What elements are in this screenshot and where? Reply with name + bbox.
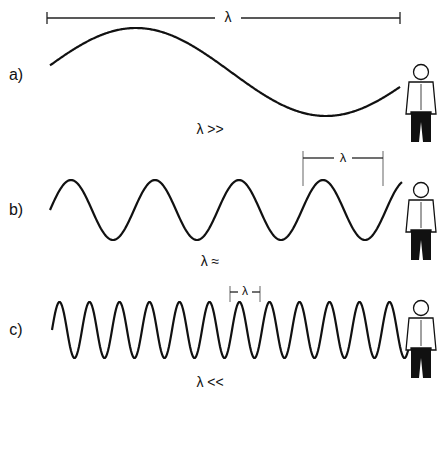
shirt-line xyxy=(421,84,422,110)
shirt xyxy=(406,318,436,350)
shirt xyxy=(406,200,436,232)
comparison-label: λ ≈ xyxy=(201,254,220,269)
person-figure xyxy=(406,183,436,261)
trousers xyxy=(411,112,431,142)
bar-tick xyxy=(230,286,231,302)
head xyxy=(414,65,429,80)
span-bar xyxy=(303,157,334,158)
person-figure xyxy=(406,301,436,379)
head xyxy=(414,183,429,198)
shirt-line xyxy=(421,320,422,346)
bar-tick xyxy=(383,151,384,186)
waves xyxy=(50,28,410,358)
head xyxy=(414,301,429,316)
row-letter: c) xyxy=(9,321,22,339)
bar-tick xyxy=(46,12,47,24)
span-bar xyxy=(47,17,215,18)
row-letter: a) xyxy=(9,66,23,84)
trousers xyxy=(411,230,431,260)
bar-tick xyxy=(303,151,304,186)
wavelength-symbol: λ xyxy=(223,10,234,25)
bar-tick xyxy=(260,286,261,302)
span-bar xyxy=(252,291,260,292)
bar-tick xyxy=(399,12,400,24)
trousers xyxy=(411,348,431,378)
wavelength-bars xyxy=(47,12,400,302)
span-bar xyxy=(230,291,238,292)
person-figure xyxy=(406,65,436,143)
shirt xyxy=(406,82,436,114)
span-bar xyxy=(352,157,383,158)
wavelength-symbol: λ xyxy=(240,285,250,298)
span-bar xyxy=(241,17,400,18)
comparison-label: λ << xyxy=(196,375,223,390)
row-letter: b) xyxy=(9,201,23,219)
wavelength-symbol: λ xyxy=(338,151,349,165)
comparison-label: λ >> xyxy=(196,122,223,137)
people xyxy=(406,65,436,379)
short-wave xyxy=(52,302,410,358)
shirt-line xyxy=(421,202,422,228)
medium-wave xyxy=(50,180,402,240)
long-wave xyxy=(50,28,400,116)
